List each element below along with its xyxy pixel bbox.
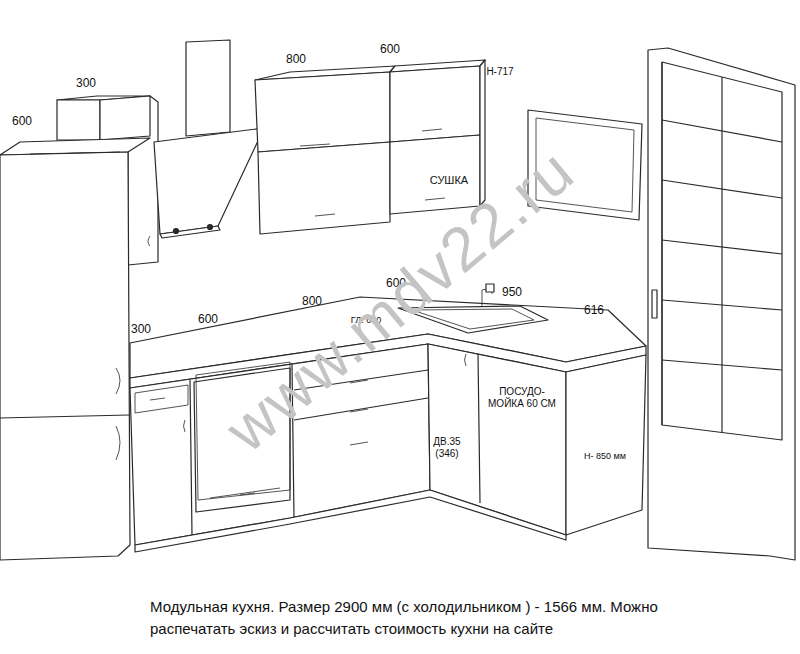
dimension-label: 600 <box>380 43 400 57</box>
dimension-label: 800 <box>286 53 306 67</box>
dimension-label: 300 <box>131 323 151 337</box>
dimension-label: 950 <box>502 286 522 300</box>
dimension-label: СУШКА <box>430 174 468 187</box>
dimension-label: 600 <box>12 115 32 129</box>
dimension-label: Н-717 <box>486 66 513 78</box>
dimension-label: ДВ.35 (346) <box>427 436 467 459</box>
dimension-label: Н- 850 мм <box>584 451 626 461</box>
dimension-label: 800 <box>302 295 322 309</box>
dimension-label: 300 <box>76 77 96 91</box>
dimension-label: 600 <box>198 313 218 327</box>
dimension-label: ПОСУДО- МОЙКА 60 СМ <box>482 386 562 409</box>
dimension-label: 616 <box>584 304 604 318</box>
caption: Модульная кухня. Размер 2900 мм (с холод… <box>150 596 730 640</box>
